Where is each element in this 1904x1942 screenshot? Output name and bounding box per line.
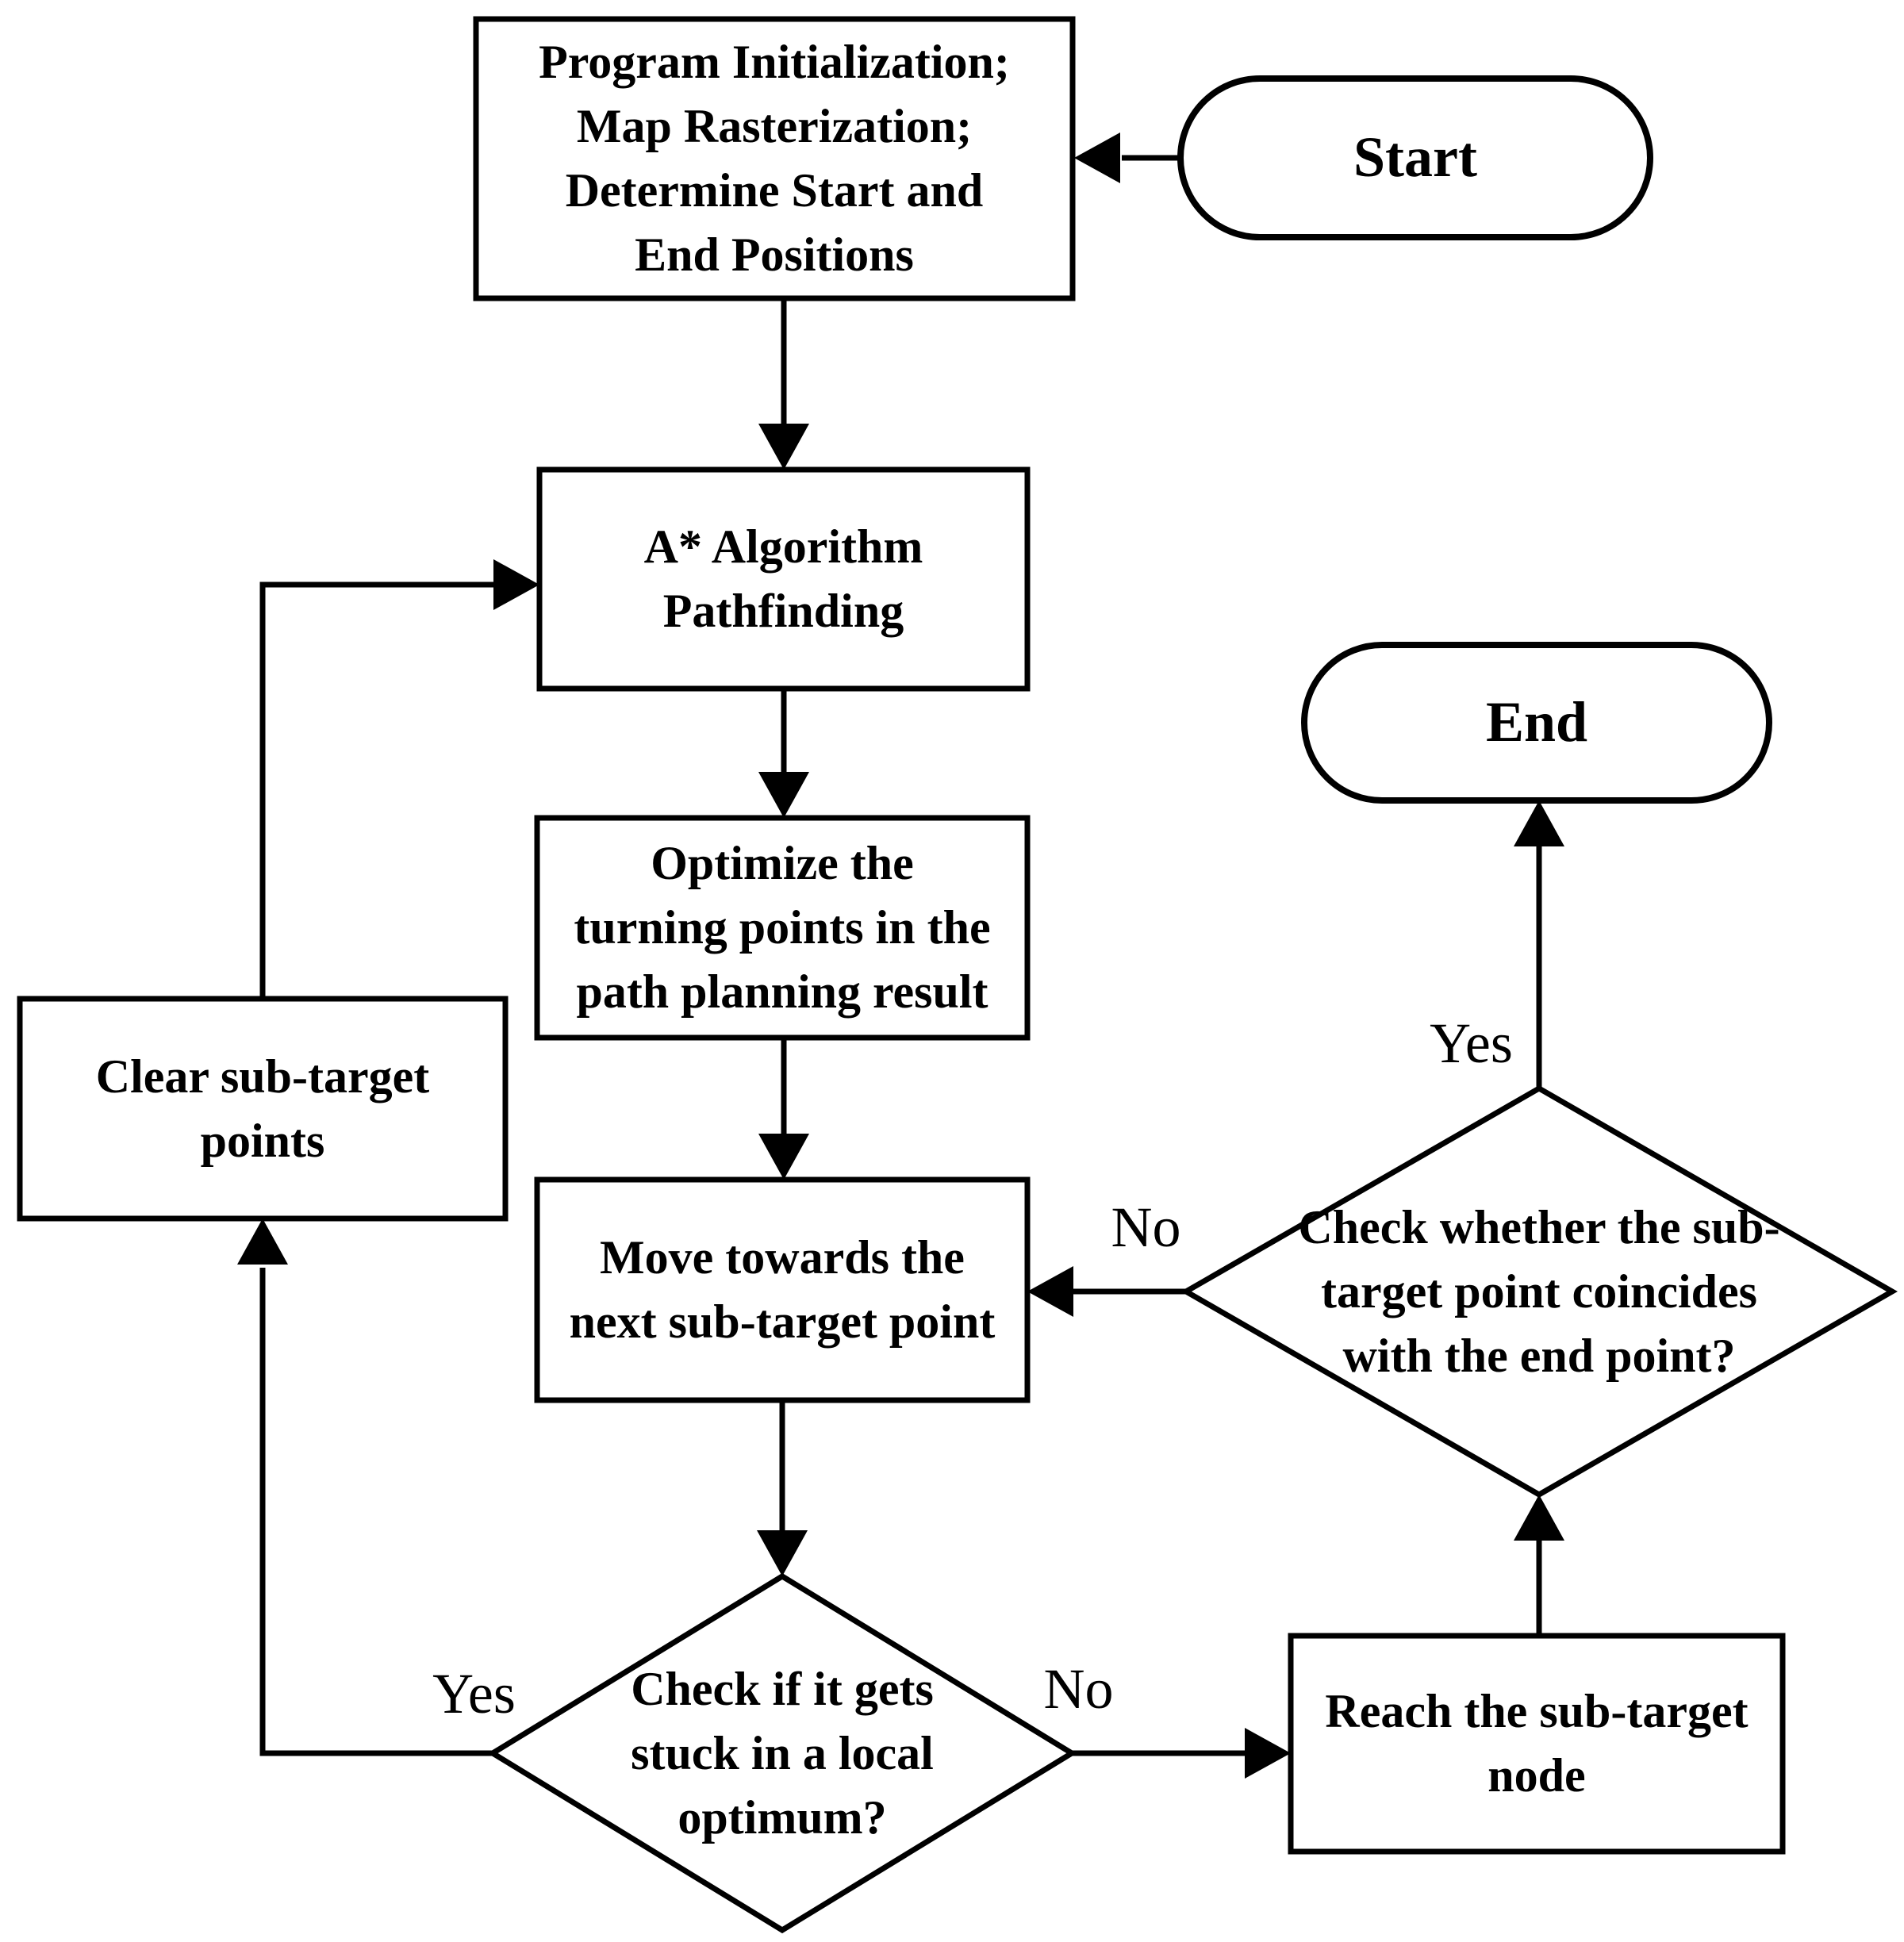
- arrowhead-up-icon: [1514, 1495, 1564, 1541]
- coincide-no-branch-label: No: [1111, 1196, 1181, 1259]
- stuck-yes-branch-label: Yes: [432, 1661, 516, 1725]
- arrowhead-right-icon: [493, 559, 539, 610]
- arrowhead-down-icon: [758, 772, 809, 818]
- edge-reach-to-coincide: [1514, 1495, 1564, 1636]
- edge-optimize-to-move: [758, 1038, 809, 1180]
- edge-init-to-astar: [758, 298, 809, 470]
- end-terminator-label: End: [1485, 690, 1588, 754]
- edge-stuck-no-to-reach: [1072, 1728, 1291, 1779]
- arrowhead-down-icon: [758, 424, 809, 470]
- start-terminator-label: Start: [1353, 125, 1477, 190]
- arrowhead-down-icon: [757, 1530, 808, 1576]
- edge-coincide-no-to-move: [1027, 1266, 1186, 1317]
- arrowhead-up-icon: [1514, 800, 1564, 846]
- init-box-label: Program Initialization; Map Rasterizatio…: [539, 36, 1010, 281]
- optimize-box-label: Optimize the turning points in the path …: [574, 837, 991, 1018]
- move-box-shape: [534, 1176, 1031, 1403]
- arrowhead-left-icon: [1027, 1266, 1073, 1317]
- init-box-shape: [473, 16, 1076, 301]
- stuck-no-branch-label: No: [1043, 1657, 1114, 1721]
- edge-coincide-yes-to-end: [1514, 800, 1564, 1088]
- edge-astar-to-optimize: [758, 689, 809, 818]
- edge-stuck-yes-to-clear: [237, 1219, 493, 1756]
- stuck-diamond-label: Check if it gets stuck in a local optimu…: [631, 1662, 934, 1844]
- arrowhead-left-icon: [1074, 132, 1120, 183]
- arrowhead-right-icon: [1245, 1728, 1291, 1779]
- astar-box-label: A* Algorithm Pathfinding: [643, 520, 923, 637]
- optimize-box-shape: [534, 815, 1031, 1041]
- edge-clear-to-astar: [259, 559, 539, 999]
- clear-box-shape: [17, 996, 509, 1222]
- stuck-diamond-shape: [487, 1572, 1077, 1934]
- end-terminator-shape: [1301, 642, 1772, 804]
- coincide-diamond-label: Check whether the sub- target point coin…: [1298, 1200, 1780, 1382]
- reach-box-shape: [1288, 1633, 1786, 1855]
- edge-start-to-init: [1074, 132, 1180, 183]
- edge-move-to-stuck: [757, 1400, 808, 1576]
- arrowhead-down-icon: [758, 1134, 809, 1180]
- arrowhead-up-icon: [237, 1219, 288, 1265]
- coincide-yes-branch-label: Yes: [1430, 1011, 1513, 1075]
- astar-box-shape: [536, 466, 1031, 692]
- start-terminator-shape: [1177, 75, 1653, 240]
- clear-box-label: Clear sub-target points: [95, 1050, 430, 1167]
- coincide-diamond-shape: [1180, 1084, 1898, 1499]
- move-box-label: Move towards the next sub-target point: [569, 1231, 996, 1348]
- reach-box-label: Reach the sub-target node: [1325, 1685, 1749, 1802]
